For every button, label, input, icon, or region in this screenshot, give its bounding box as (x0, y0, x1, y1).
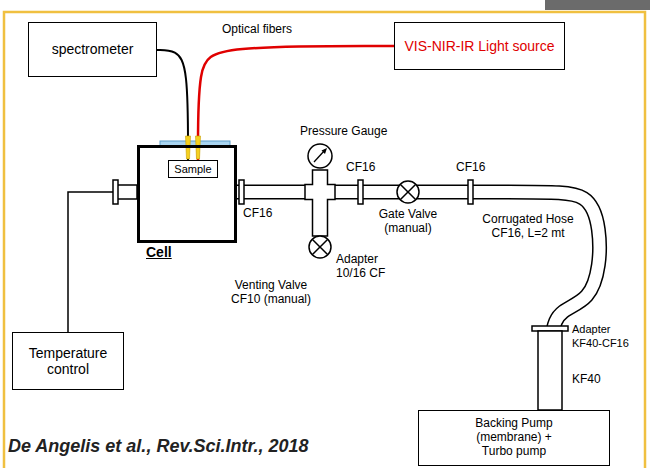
pipe-stub (117, 185, 137, 199)
cell-box: CellSample (137, 145, 237, 243)
pump-box: Backing Pump (membrane) + Turbo pump (418, 410, 610, 466)
part-label: Optical fibers (222, 22, 292, 36)
valve-cross (400, 184, 416, 200)
part-label: Venting Valve CF10 (manual) (230, 278, 312, 306)
instrument-box: spectrometer (28, 22, 157, 77)
part-label: CF16 (456, 160, 485, 174)
valve-symbol (397, 181, 419, 203)
part-label: KF40 (572, 372, 601, 386)
valve-cross (312, 239, 328, 255)
connector-line (68, 192, 137, 332)
valve-cross (312, 239, 328, 255)
sample-box: Sample (168, 160, 218, 178)
kf40-pipe (538, 331, 562, 410)
part-label: CF16 (346, 160, 375, 174)
gauge-needle-head (322, 148, 328, 154)
valve-cross (400, 184, 416, 200)
caption: De Angelis et al., Rev.Sci.Intr., 2018 (8, 436, 308, 457)
photo-strip (545, 0, 650, 10)
part-label: Pressure Gauge (300, 124, 387, 138)
optical-fiber (68, 192, 137, 332)
flange (468, 180, 473, 204)
node-text: Temperature control (18, 345, 118, 377)
valve-symbol (309, 236, 331, 258)
node-text: spectrometer (52, 41, 134, 57)
part-label: Adapter KF40-CF16 (572, 322, 642, 350)
part-label: Corrugated Hose CF16, L=2 mt (478, 212, 578, 240)
light-source-box: VIS-NIR-IR Light source (394, 22, 565, 70)
pressure-gauge-symbol (308, 144, 332, 168)
instrument-box: Temperature control (12, 332, 124, 390)
cell-heading: Cell (146, 244, 172, 260)
node-text: Backing Pump (membrane) + Turbo pump (466, 417, 562, 458)
pipe-cross (305, 170, 335, 236)
flange (239, 180, 244, 204)
node-text: VIS-NIR-IR Light source (404, 38, 554, 54)
flange (113, 180, 118, 204)
flange (358, 180, 363, 204)
part-label: Adapter 10/16 CF (336, 252, 398, 280)
frame (4, 12, 645, 468)
node-text: Sample (174, 163, 211, 176)
part-label: CF16 (243, 206, 272, 220)
part-label: Gate Valve (manual) (373, 207, 443, 235)
